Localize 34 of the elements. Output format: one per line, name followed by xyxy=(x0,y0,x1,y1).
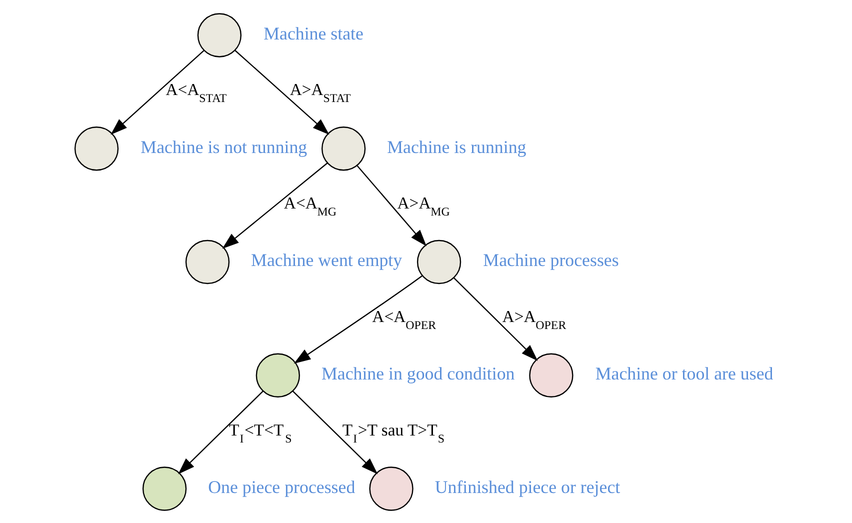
node-circle xyxy=(142,466,186,510)
edge-label: T$_{I}$>T sau T>T$_{S}$ xyxy=(342,420,444,445)
node-circle xyxy=(528,352,573,397)
edge-label: A<A$_{STAT}$ xyxy=(165,80,226,105)
edge-label: A>A$_{OPER}$ xyxy=(502,306,566,332)
arrow xyxy=(293,274,422,364)
node-label: Machine went empty xyxy=(250,250,402,270)
edge-label: A>A$_{MG}$ xyxy=(396,193,450,218)
node-label: Machine is not running xyxy=(140,136,307,156)
node-circle xyxy=(368,466,413,510)
node-circle xyxy=(184,239,230,284)
edge-label: T$_{I}$<T<T$_{S}$ xyxy=(228,420,292,445)
node-circle xyxy=(74,126,118,170)
node-label: Machine or tool are used xyxy=(594,363,773,384)
node-label: One piece processed xyxy=(208,476,355,496)
node-label: Unfinished piece or reject xyxy=(434,476,620,496)
edge-label: A>A$_{STAT}$ xyxy=(289,80,350,105)
arrow xyxy=(178,390,264,474)
node-circle xyxy=(320,126,366,170)
node-label: Machine state xyxy=(263,22,363,43)
arrow xyxy=(452,276,538,360)
edge-label: A<A$_{MG}$ xyxy=(283,193,336,218)
arrow xyxy=(234,50,329,134)
node-label: Machine in good condition xyxy=(320,363,514,384)
node-circle xyxy=(255,352,300,397)
node-circle xyxy=(416,239,461,284)
node-label: Machine processes xyxy=(482,250,618,270)
arrow xyxy=(356,164,426,246)
arrow xyxy=(110,50,204,134)
arrow xyxy=(222,162,328,248)
node-circle xyxy=(196,12,242,57)
node-label: Machine is running xyxy=(386,136,526,156)
edge-label: A<A$_{OPER}$ xyxy=(372,306,436,332)
arrow xyxy=(292,390,378,474)
